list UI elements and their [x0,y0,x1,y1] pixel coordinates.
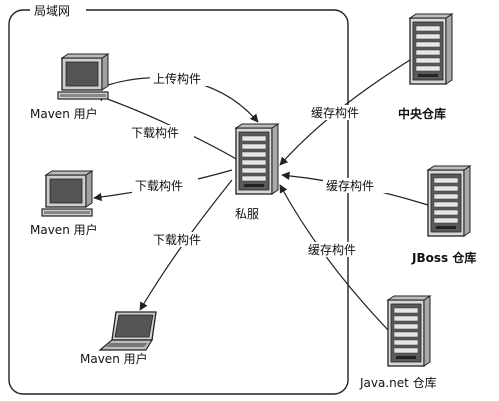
edge-label-upload: 上传构件 [153,71,201,86]
desktop-computer-icon [57,53,109,100]
maven-user-top-node: Maven 用户 [30,53,109,121]
edge-label-download-bottom: 下载构件 [153,232,201,247]
jboss-repo-server-icon [427,165,471,237]
edge-label-cache-central: 缓存构件 [311,105,359,120]
javanet-repo-label: Java.net 仓库 [359,375,437,390]
central-repo-node: 中央仓库 [398,13,453,121]
cache-arrow-javanet [279,184,389,331]
private-server-label: 私服 [235,207,259,221]
jboss-repo-label: JBoss 仓库 [411,250,476,265]
maven-user-top-label: Maven 用户 [30,106,98,121]
javanet-repo-server-icon [387,295,431,367]
jboss-repo-node: JBoss 仓库 [411,165,476,265]
lan-title: 局域网 [34,4,70,18]
maven-user-middle-node: Maven 用户 [30,170,98,237]
edge-label-download-middle: 下载构件 [135,178,183,193]
central-repo-server-icon [409,13,453,85]
maven-user-bottom-label: Maven 用户 [80,351,148,366]
lan-boundary [8,9,349,395]
private-server-icon [235,123,279,195]
connectors [93,59,429,331]
laptop-icon [99,311,157,351]
central-repo-label: 中央仓库 [398,106,446,121]
edge-label-cache-javanet: 缓存构件 [308,242,356,257]
maven-user-bottom-node: Maven 用户 [80,311,157,366]
private-server-node: 私服 [235,123,279,221]
download-arrow-top [95,93,239,161]
desktop-computer-icon [41,170,93,217]
javanet-repo-node: Java.net 仓库 [359,295,437,390]
maven-user-middle-label: Maven 用户 [30,222,98,237]
edge-label-cache-jboss: 缓存构件 [326,178,374,193]
edge-label-download-top: 下载构件 [131,125,179,140]
